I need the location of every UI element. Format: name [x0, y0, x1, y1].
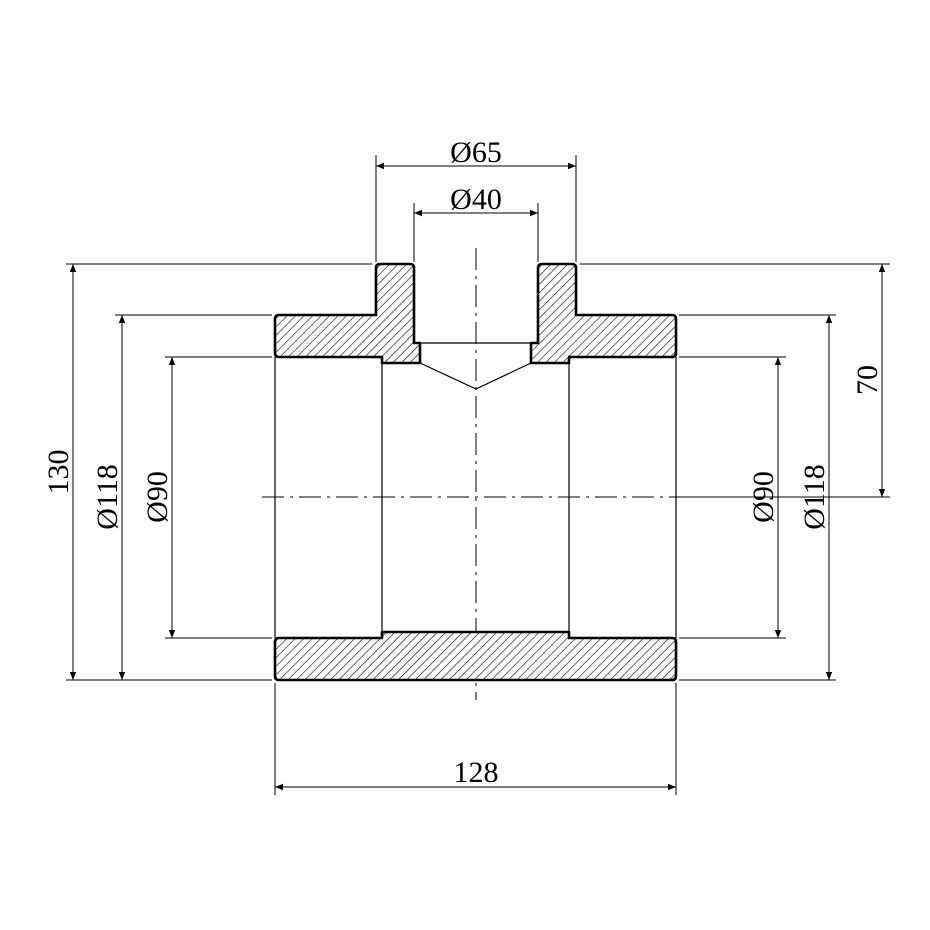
dim-label-overall-length: 128 — [454, 756, 499, 789]
dim-label-right-outer: Ø118 — [798, 464, 831, 530]
dim-label-left-outer: Ø118 — [91, 464, 124, 530]
dim-label-right-inner: Ø90 — [747, 471, 780, 523]
dim-label-branch-height: 70 — [851, 365, 884, 395]
dimension-lines — [69, 162, 886, 791]
dim-label-inner-branch: Ø40 — [450, 183, 502, 216]
top-left-section — [273, 262, 422, 365]
bottom-section — [273, 630, 678, 682]
extension-lines — [66, 155, 890, 795]
bore-lines — [274, 342, 677, 638]
dim-label-outer-branch: Ø65 — [450, 136, 502, 169]
dim-label-overall-height: 130 — [42, 450, 75, 495]
dim-label-left-inner: Ø90 — [141, 471, 174, 523]
top-right-section — [529, 262, 678, 365]
